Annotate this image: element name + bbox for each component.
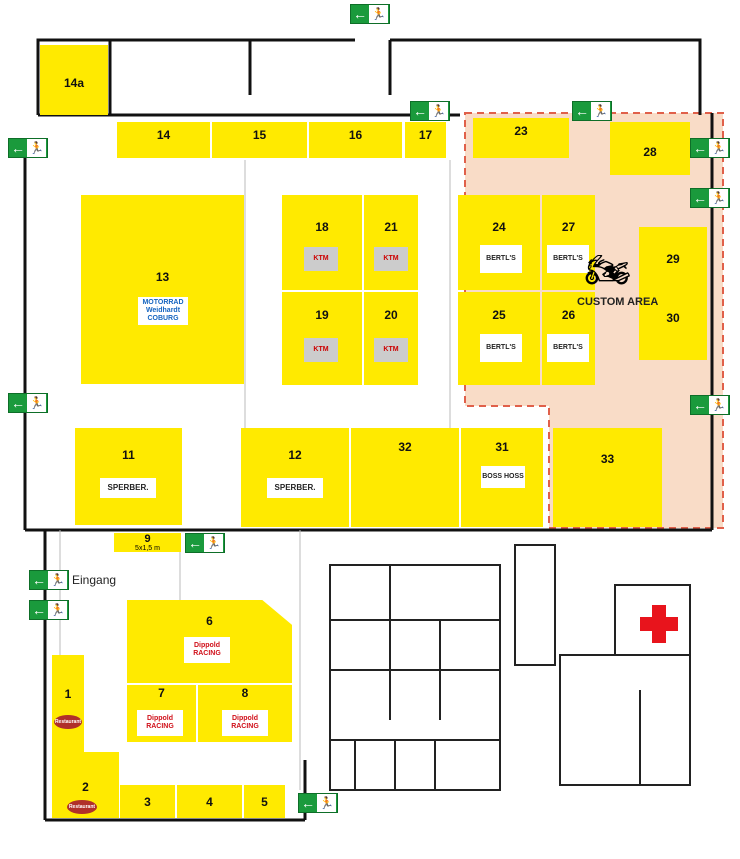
dippold-logo: Dippold RACING <box>184 637 230 663</box>
booth-number: 16 <box>348 128 363 142</box>
emergency-exit-sign-icon: ←🏃 <box>690 188 730 208</box>
booth-number: 19 <box>315 308 329 322</box>
emergency-exit-sign-icon: ←🏃 <box>8 138 48 158</box>
booth-size: 5x1,5 m <box>135 545 160 552</box>
ktm-logo: KTM <box>374 247 408 271</box>
booth-number: 20 <box>384 308 398 322</box>
booth-number: 13 <box>155 270 170 284</box>
booth-number: 5 <box>261 794 268 809</box>
booth-number: 2 <box>82 780 89 794</box>
booth-number: 21 <box>384 220 398 234</box>
booth-number: 33 <box>600 452 615 466</box>
ktm-logo: KTM <box>304 247 338 271</box>
emergency-exit-sign-icon: ←🏃 <box>185 533 225 553</box>
emergency-exit-sign-icon: ←🏃 <box>29 600 69 620</box>
booth-14[interactable]: 14 <box>117 122 210 158</box>
booth-number: 14a <box>63 76 85 90</box>
dippold-logo: Dippold RACING <box>222 710 268 736</box>
booth-number: 9 <box>144 533 151 545</box>
motorrad-logo: MOTORRAD Weidhardt COBURG <box>138 297 188 325</box>
booth-number: 32 <box>398 440 412 454</box>
booth-5[interactable]: 5 <box>244 785 285 818</box>
booth-number: 25 <box>492 308 506 322</box>
booth-number: 11 <box>122 448 135 462</box>
bertls-logo: BERTL'S <box>480 245 522 273</box>
booth-14a[interactable]: 14a <box>40 45 108 115</box>
booth-17[interactable]: 17 <box>405 122 446 158</box>
booth-number: 7 <box>158 686 165 700</box>
booth-29-30[interactable]: 29 30 <box>639 227 707 360</box>
booth-16[interactable]: 16 <box>309 122 402 158</box>
emergency-exit-sign-icon: ←🏃 <box>8 393 48 413</box>
booth-number: 12 <box>288 448 302 462</box>
sperber-logo: SPERBER. <box>100 478 156 498</box>
booth-number: 30 <box>666 311 680 325</box>
boss-hoss-logo: BOSS HOSS <box>481 466 525 488</box>
ktm-logo: KTM <box>304 338 338 362</box>
emergency-exit-sign-icon: ←🏃 <box>410 101 450 121</box>
booth-13[interactable]: 13 MOTORRAD Weidhardt COBURG <box>81 195 244 384</box>
booth-number: 14 <box>156 128 171 142</box>
custom-area-label: CUSTOM AREA <box>577 296 659 308</box>
red-cross-icon <box>640 605 678 643</box>
bertls-logo: BERTL'S <box>547 245 589 273</box>
emergency-exit-sign-icon: ←🏃 <box>350 4 390 24</box>
restaurant-logo: Restaurant <box>54 715 82 729</box>
emergency-exit-sign-icon: ←🏃 <box>690 395 730 415</box>
bertls-logo: BERTL'S <box>480 334 522 362</box>
emergency-exit-sign-icon: ←🏃 <box>298 793 338 813</box>
booth-number: 1 <box>64 687 72 701</box>
booth-28[interactable]: 28 <box>610 122 690 175</box>
dippold-logo: Dippold RACING <box>137 710 183 736</box>
booth-number: 3 <box>144 794 151 809</box>
booth-number: 26 <box>561 308 576 322</box>
booth-23[interactable]: 23 <box>473 118 569 158</box>
booth-15[interactable]: 15 <box>212 122 307 158</box>
booth-number: 18 <box>315 220 329 234</box>
booth-number: 8 <box>241 686 249 700</box>
ktm-logo: KTM <box>374 338 408 362</box>
booth-number: 27 <box>561 220 576 234</box>
restaurant-logo: Restaurant <box>67 800 97 814</box>
booth-3[interactable]: 3 <box>120 785 175 818</box>
booth-number: 29 <box>666 252 680 266</box>
booth-number: 17 <box>418 128 433 142</box>
booth-number: 23 <box>514 124 528 138</box>
booth-number: 28 <box>643 144 657 159</box>
booth-number: 4 <box>206 794 213 809</box>
booth-33[interactable]: 33 <box>553 428 662 527</box>
booth-number: 31 <box>495 440 509 454</box>
booth-4[interactable]: 4 <box>177 785 242 818</box>
sperber-logo: SPERBER. <box>267 478 323 498</box>
emergency-exit-sign-icon: ←🏃 <box>29 570 69 590</box>
emergency-exit-sign-icon: ←🏃 <box>572 101 612 121</box>
booth-32[interactable]: 32 <box>351 428 459 527</box>
booth-number: 6 <box>206 614 213 628</box>
booth-number: 15 <box>252 128 267 142</box>
bertls-logo: BERTL'S <box>547 334 589 362</box>
motorcycle-icon: 🏍 <box>585 249 631 290</box>
entrance-label: Eingang <box>72 573 117 587</box>
booth-number: 24 <box>492 220 506 234</box>
emergency-exit-sign-icon: ←🏃 <box>690 138 730 158</box>
